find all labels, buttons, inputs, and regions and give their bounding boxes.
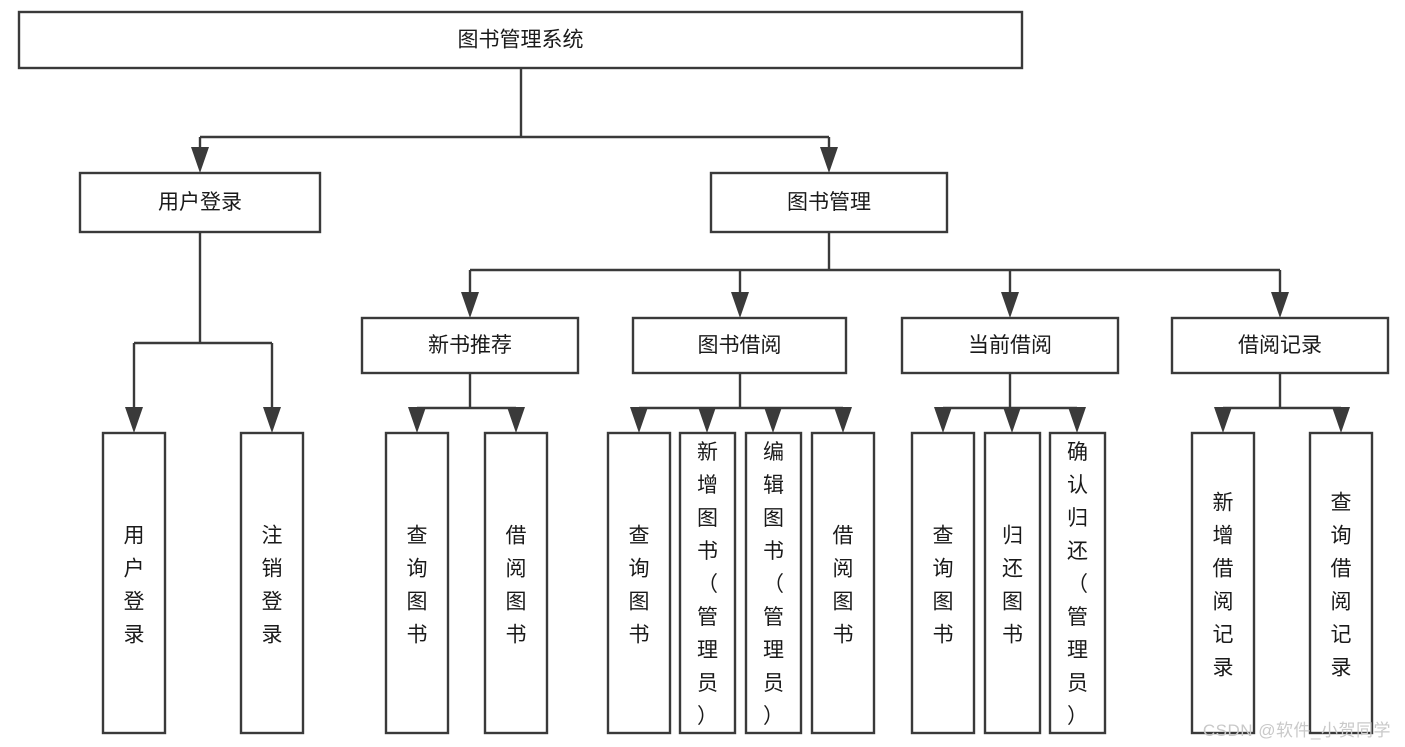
- node-box-user-login[interactable]: [78, 171, 322, 234]
- arrow-head-2: [1001, 292, 1019, 318]
- node-label-current-borrow: 当前借阅: [968, 334, 1052, 357]
- arrow-head-0: [934, 407, 952, 433]
- node-box-leaf-user-logout[interactable]: [239, 431, 305, 735]
- node-box-book-management[interactable]: [709, 171, 949, 234]
- node-current-borrow[interactable]: 当前借阅: [900, 316, 1120, 375]
- node-label-leaf-borrow-book: 借阅图书: [833, 525, 854, 647]
- arrow-head-0: [1214, 407, 1232, 433]
- connector-layer: [125, 68, 1350, 433]
- node-box-new-book-recommend[interactable]: [360, 316, 580, 375]
- node-label-user-login: 用户登录: [158, 191, 242, 214]
- node-leaf-user-login[interactable]: 用户登录: [101, 431, 167, 735]
- arrow-head-0: [191, 147, 209, 173]
- node-box-book-borrow[interactable]: [631, 316, 848, 375]
- node-label-root: 图书管理系统: [458, 29, 584, 52]
- arrow-head-0: [408, 407, 426, 433]
- node-box-borrow-record[interactable]: [1170, 316, 1390, 375]
- node-leaf-borrow-book-recommend[interactable]: 借阅图书: [483, 431, 549, 735]
- node-leaf-query-book-current[interactable]: 查询图书: [910, 431, 976, 735]
- node-label-leaf-query-book-current: 查询图书: [933, 525, 954, 647]
- node-box-leaf-user-login[interactable]: [101, 431, 167, 735]
- arrow-head-3: [1271, 292, 1289, 318]
- connector-group-book-management-to-level3: [461, 232, 1289, 318]
- node-label-book-borrow: 图书借阅: [698, 334, 782, 357]
- node-box-current-borrow[interactable]: [900, 316, 1120, 375]
- connector-group-borrow-record-to-leaves: [1214, 373, 1350, 433]
- node-leaf-borrow-book[interactable]: 借阅图书: [810, 431, 876, 735]
- node-borrow-record[interactable]: 借阅记录: [1170, 316, 1390, 375]
- node-book-management[interactable]: 图书管理: [709, 171, 949, 234]
- node-box-leaf-query-book-current[interactable]: [910, 431, 976, 735]
- node-box-leaf-return-book[interactable]: [983, 431, 1042, 735]
- node-label-leaf-query-book-borrow: 查询图书: [629, 525, 650, 647]
- node-label-leaf-query-borrow-record: 查询借阅记录: [1331, 492, 1352, 680]
- node-label-leaf-add-borrow-record: 新增借阅记录: [1213, 492, 1234, 680]
- node-label-new-book-recommend: 新书推荐: [428, 334, 512, 357]
- node-label-leaf-user-logout: 注销登录: [262, 525, 283, 647]
- node-new-book-recommend[interactable]: 新书推荐: [360, 316, 580, 375]
- arrow-head-1: [1332, 407, 1350, 433]
- node-box-leaf-edit-book-admin[interactable]: [744, 431, 803, 735]
- node-box-leaf-add-book-admin[interactable]: [678, 431, 737, 735]
- arrow-head-2: [1068, 407, 1086, 433]
- arrow-head-0: [461, 292, 479, 318]
- connector-group-book-borrow-to-leaves: [630, 373, 852, 433]
- arrow-head-1: [731, 292, 749, 318]
- node-box-leaf-borrow-book[interactable]: [810, 431, 876, 735]
- node-box-leaf-borrow-book-recommend[interactable]: [483, 431, 549, 735]
- node-box-leaf-add-borrow-record[interactable]: [1190, 431, 1256, 735]
- node-layer: 图书管理系统用户登录图书管理新书推荐图书借阅当前借阅借阅记录用户登录注销登录查询…: [17, 10, 1390, 735]
- node-box-leaf-query-book-borrow[interactable]: [606, 431, 672, 735]
- node-leaf-edit-book-admin[interactable]: 编辑图书（管理员）: [744, 431, 803, 735]
- arrow-head-1: [263, 407, 281, 433]
- node-book-borrow[interactable]: 图书借阅: [631, 316, 848, 375]
- node-box-root[interactable]: [17, 10, 1024, 70]
- connector-group-current-borrow-to-leaves: [934, 373, 1086, 433]
- node-box-leaf-query-book-recommend[interactable]: [384, 431, 450, 735]
- node-label-book-management: 图书管理: [787, 191, 871, 214]
- csdn-watermark: CSDN @软件_小贺同学: [1202, 721, 1391, 740]
- node-label-leaf-edit-book-admin: 编辑图书（管理员）: [763, 441, 784, 728]
- node-leaf-return-book[interactable]: 归还图书: [983, 431, 1042, 735]
- node-label-leaf-borrow-book-recommend: 借阅图书: [506, 525, 527, 647]
- arrow-head-1: [820, 147, 838, 173]
- node-leaf-user-logout[interactable]: 注销登录: [239, 431, 305, 735]
- arrow-head-3: [834, 407, 852, 433]
- node-label-leaf-query-book-recommend: 查询图书: [407, 525, 428, 647]
- node-label-borrow-record: 借阅记录: [1238, 334, 1322, 357]
- connector-group-user-login-to-leaves: [125, 232, 281, 433]
- arrow-head-2: [764, 407, 782, 433]
- node-label-leaf-add-book-admin: 新增图书（管理员）: [697, 441, 718, 728]
- arrow-head-1: [507, 407, 525, 433]
- arrow-head-1: [698, 407, 716, 433]
- node-box-leaf-confirm-return-admin[interactable]: [1048, 431, 1107, 735]
- node-label-leaf-confirm-return-admin: 确认归还（管理员）: [1067, 441, 1088, 728]
- arrow-head-1: [1003, 407, 1021, 433]
- node-leaf-add-borrow-record[interactable]: 新增借阅记录: [1190, 431, 1256, 735]
- node-box-leaf-query-borrow-record[interactable]: [1308, 431, 1374, 735]
- node-leaf-confirm-return-admin[interactable]: 确认归还（管理员）: [1048, 431, 1107, 735]
- node-leaf-query-book-recommend[interactable]: 查询图书: [384, 431, 450, 735]
- node-root[interactable]: 图书管理系统: [17, 10, 1024, 70]
- arrow-head-0: [630, 407, 648, 433]
- node-user-login[interactable]: 用户登录: [78, 171, 322, 234]
- node-label-leaf-return-book: 归还图书: [1002, 525, 1023, 647]
- connector-group-new-book-recommend-to-leaves: [408, 373, 525, 433]
- node-leaf-query-borrow-record[interactable]: 查询借阅记录: [1308, 431, 1374, 735]
- node-leaf-query-book-borrow[interactable]: 查询图书: [606, 431, 672, 735]
- node-leaf-add-book-admin[interactable]: 新增图书（管理员）: [678, 431, 737, 735]
- node-label-leaf-user-login: 用户登录: [124, 525, 145, 647]
- connector-group-root-to-level2: [191, 68, 838, 173]
- arrow-head-0: [125, 407, 143, 433]
